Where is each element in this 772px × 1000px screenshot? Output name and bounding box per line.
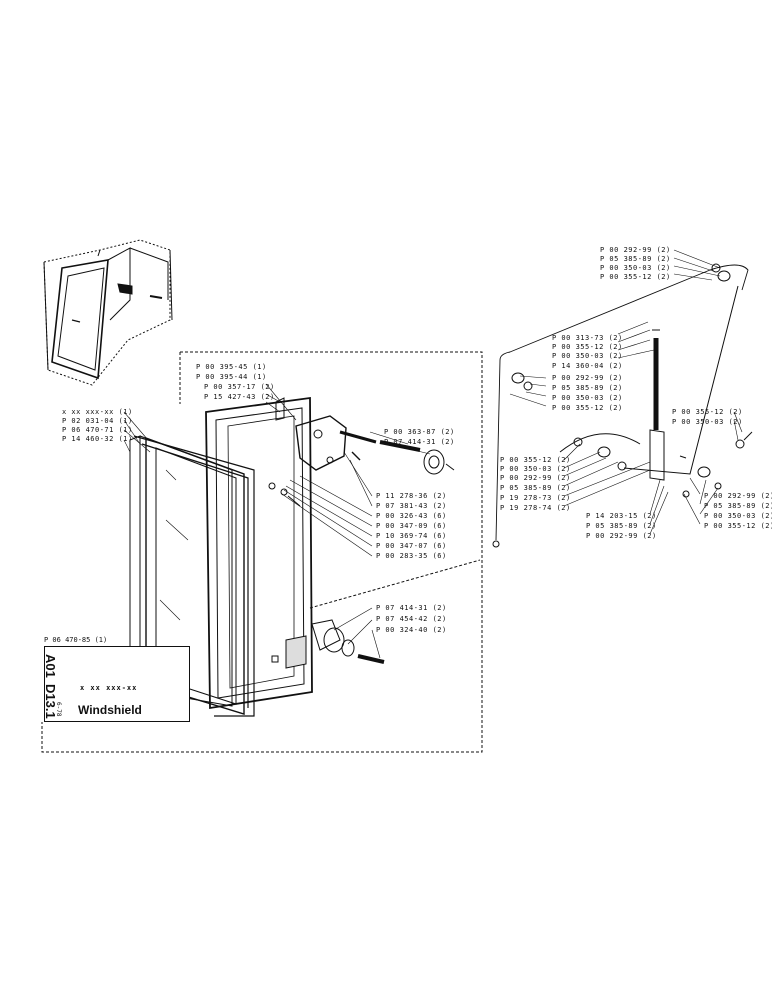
part-label: P 11 278-36 (2) (376, 492, 447, 500)
part-label: P 00 395-44 (1) (196, 373, 267, 381)
part-label: P 00 292-99 (2) (586, 532, 657, 540)
part-label: P 07 414-31 (2) (376, 604, 447, 612)
part-label: x xx xxx-xx (1) (62, 408, 133, 416)
part-label: P 00 355-12 (2) (704, 522, 772, 530)
part-label: P 07 414-31 (2) (384, 438, 455, 446)
part-label: P 07 454-42 (2) (376, 615, 447, 623)
part-label: P 06 470-71 (1) (62, 426, 133, 434)
sheet-ref: 6-78 (55, 702, 62, 717)
part-label: P 00 347-09 (6) (376, 522, 447, 530)
part-label: P 14 460-32 (1) (62, 435, 133, 443)
part-label: P 00 355-12 (2) (500, 456, 571, 464)
cab-overview-sketch (43, 239, 173, 386)
part-label: P 00 313-73 (2) (552, 334, 623, 342)
part-label: P 05 385-89 (2) (500, 484, 571, 492)
part-label: P 00 326-43 (6) (376, 512, 447, 520)
gasket (133, 435, 255, 717)
title-block (44, 646, 190, 722)
code-group: A01 (43, 654, 58, 678)
connector-line (309, 559, 481, 609)
part-label: P 05 385-89 (2) (600, 255, 671, 263)
part-label: P 00 350-03 (2) (552, 394, 623, 402)
part-label: P 00 350-03 (2) (672, 418, 743, 426)
part-label: P 15 427-43 (2) (204, 393, 275, 401)
part-number-placeholder: x xx xxx-xx (80, 684, 138, 692)
diagram-title: Windshield (78, 703, 142, 717)
part-label: P 00 363-87 (2) (384, 428, 455, 436)
strut-assembly (492, 263, 753, 548)
lower-hinge (311, 619, 385, 664)
part-label: P 00 350-03 (2) (704, 512, 772, 520)
part-label: P 07 381-43 (2) (376, 502, 447, 510)
part-label: P 00 350-03 (2) (600, 264, 671, 272)
part-label: P 00 292-99 (2) (552, 374, 623, 382)
part-label: P 02 031-04 (1) (62, 417, 133, 425)
part-label: P 00 324-40 (2) (376, 626, 447, 634)
part-label: P 14 203-15 (2) (586, 512, 657, 520)
part-label: P 00 292-99 (2) (600, 246, 671, 254)
part-label: P 05 385-89 (2) (586, 522, 657, 530)
part-label: P 00 292-99 (2) (500, 474, 571, 482)
part-label: P 00 292-99 (2) (704, 492, 772, 500)
part-label: P 00 347-07 (6) (376, 542, 447, 550)
hinge-bracket (275, 397, 377, 471)
frame-part-label: P 06 470-85 (1) (44, 636, 108, 644)
frame-screws (268, 482, 301, 507)
part-label: P 00 350-03 (2) (552, 352, 623, 360)
part-label: P 14 360-04 (2) (552, 362, 623, 370)
part-label: P 00 350-03 (2) (500, 465, 571, 473)
part-label: P 19 278-74 (2) (500, 504, 571, 512)
part-label: P 10 369-74 (6) (376, 532, 447, 540)
part-label: P 00 355-12 (2) (552, 343, 623, 351)
part-label: P 19 278-73 (2) (500, 494, 571, 502)
part-label: P 00 395-45 (1) (196, 363, 267, 371)
leader-lines (123, 249, 743, 659)
part-label: P 00 357-17 (2) (204, 383, 275, 391)
assembly-boundary (41, 351, 483, 753)
part-label: P 00 283-35 (6) (376, 552, 447, 560)
window-frame (205, 396, 313, 710)
part-label: P 05 385-89 (2) (704, 502, 772, 510)
part-label: P 05 385-89 (2) (552, 384, 623, 392)
part-label: P 00 355-12 (2) (552, 404, 623, 412)
part-label: P 00 355-12 (2) (600, 273, 671, 281)
part-label: P 00 355-12 (2) (672, 408, 743, 416)
hinge-pin (379, 440, 455, 475)
